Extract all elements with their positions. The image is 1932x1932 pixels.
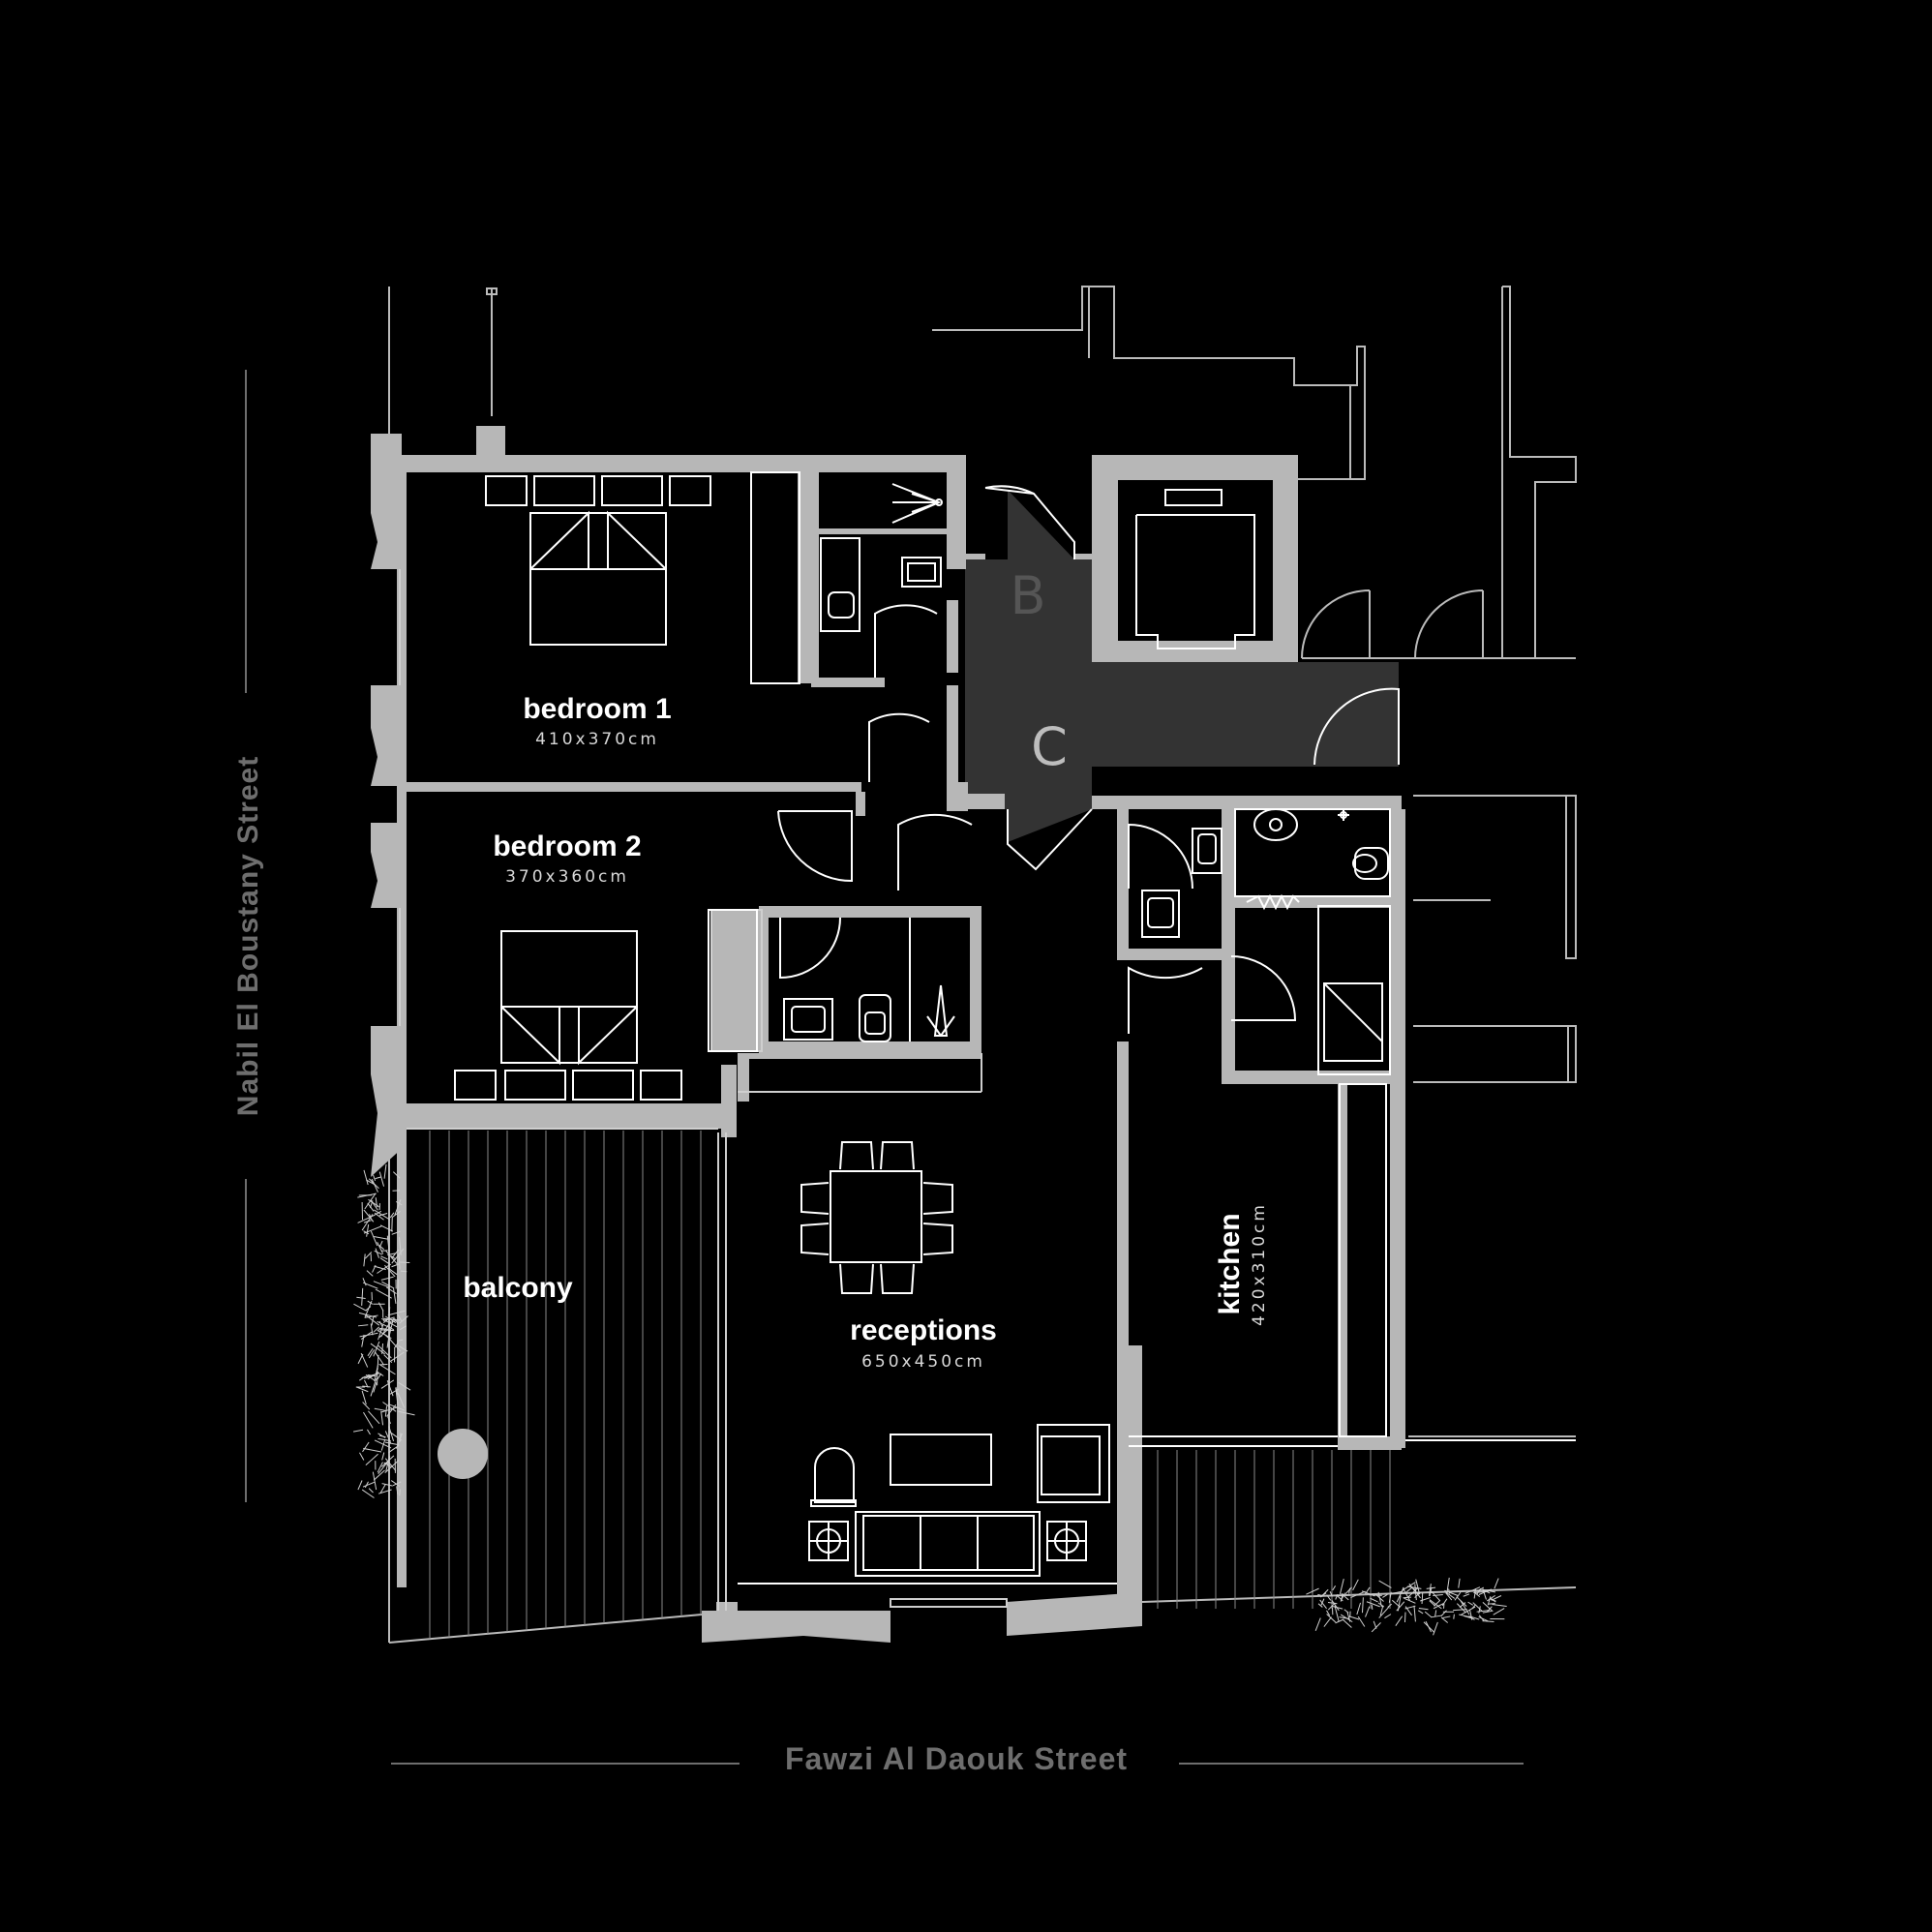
walls	[371, 426, 1405, 1643]
plot-lines	[388, 287, 703, 1644]
bathroom1-fixtures	[820, 483, 943, 678]
zone-c-label: C	[1031, 716, 1068, 777]
bathroom3-fixtures	[1141, 808, 1391, 1075]
bedroom2-furniture	[454, 909, 758, 1101]
dining-table	[800, 1141, 953, 1294]
bedroom1-name: bedroom 1	[523, 693, 671, 725]
kitchen-terrace-hatch	[1157, 1450, 1391, 1609]
receptions-name: receptions	[850, 1314, 997, 1346]
kitchen-name: kitchen	[1214, 1213, 1246, 1314]
corridor	[965, 490, 1399, 842]
bottom-street: Fawzi Al Daouk Street	[391, 1741, 1524, 1776]
bottom-street-name: Fawzi Al Daouk Street	[785, 1741, 1128, 1776]
bedroom2-name: bedroom 2	[493, 830, 641, 862]
doors	[777, 485, 1400, 1034]
balcony-hatch	[429, 1131, 702, 1640]
side-street-name: Nabil El Boustany Street	[232, 756, 264, 1116]
kitchen-counter	[1129, 1083, 1576, 1447]
bedroom1-size: 410x370cm	[535, 730, 659, 749]
bedroom2-size: 370x360cm	[505, 867, 629, 887]
shrubs	[1306, 1577, 1507, 1636]
receptions-size: 650x450cm	[861, 1352, 985, 1372]
balcony-name: balcony	[463, 1272, 573, 1304]
bedroom1-furniture	[485, 471, 800, 684]
zone-b-label: B	[1010, 565, 1045, 626]
balcony-glazing	[407, 1128, 727, 1611]
lift-car	[1135, 489, 1255, 649]
planter	[352, 1163, 415, 1498]
bathroom2-fixtures	[779, 917, 955, 1042]
side-street: Nabil El Boustany Street	[232, 370, 264, 1502]
neighbour-outline	[932, 286, 1577, 1603]
living-furniture	[738, 1424, 1117, 1585]
kitchen-size: 420x310cm	[1250, 1202, 1269, 1326]
planter-pot	[438, 1429, 488, 1479]
